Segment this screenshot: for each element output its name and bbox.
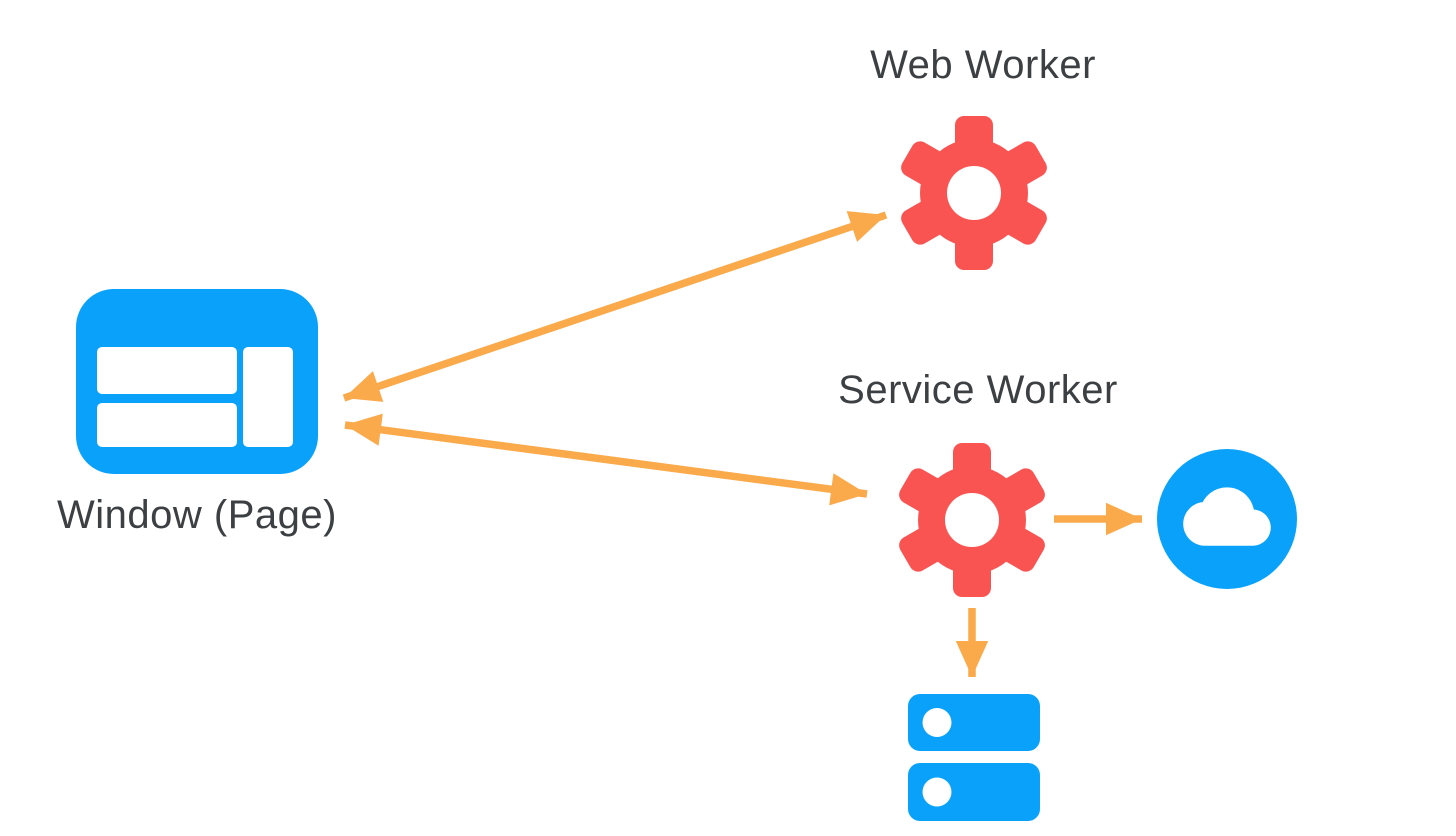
web-worker-label: Web Worker [870,43,1096,87]
cloud-icon [1157,449,1297,589]
service-worker-label: Service Worker [838,368,1118,412]
service-worker-gear-icon [899,443,1045,597]
window-page-label: Window (Page) [57,493,337,537]
web-worker-gear-icon [901,116,1047,270]
edge-window-service-worker [344,413,868,506]
browser-window-icon [76,289,318,474]
database-icon [908,694,1040,821]
edge-window-web-worker [342,211,888,402]
